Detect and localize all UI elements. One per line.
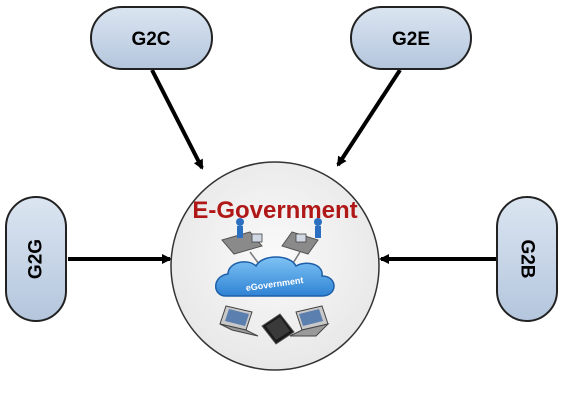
center-title: E-Government [192, 197, 357, 224]
node-g2g-label: G2G [26, 239, 47, 279]
node-g2b: G2B [496, 196, 558, 322]
node-g2c: G2C [90, 6, 213, 70]
e-government-hub: E-Government eGovernment [170, 161, 380, 371]
node-g2g: G2G [5, 196, 67, 322]
cloud-icon: eGovernment [215, 256, 335, 297]
node-g2c-label: G2C [131, 29, 170, 50]
citizens-computers-icon [221, 218, 322, 269]
arrow-g2c [150, 69, 204, 170]
node-g2e: G2E [350, 6, 472, 70]
node-g2b-label: G2B [517, 239, 538, 278]
node-g2e-label: G2E [392, 29, 430, 50]
arrow-g2e [336, 68, 402, 167]
laptop-icon-left [219, 305, 259, 337]
laptop-icon-right [289, 305, 330, 337]
phone-icon [261, 313, 295, 345]
